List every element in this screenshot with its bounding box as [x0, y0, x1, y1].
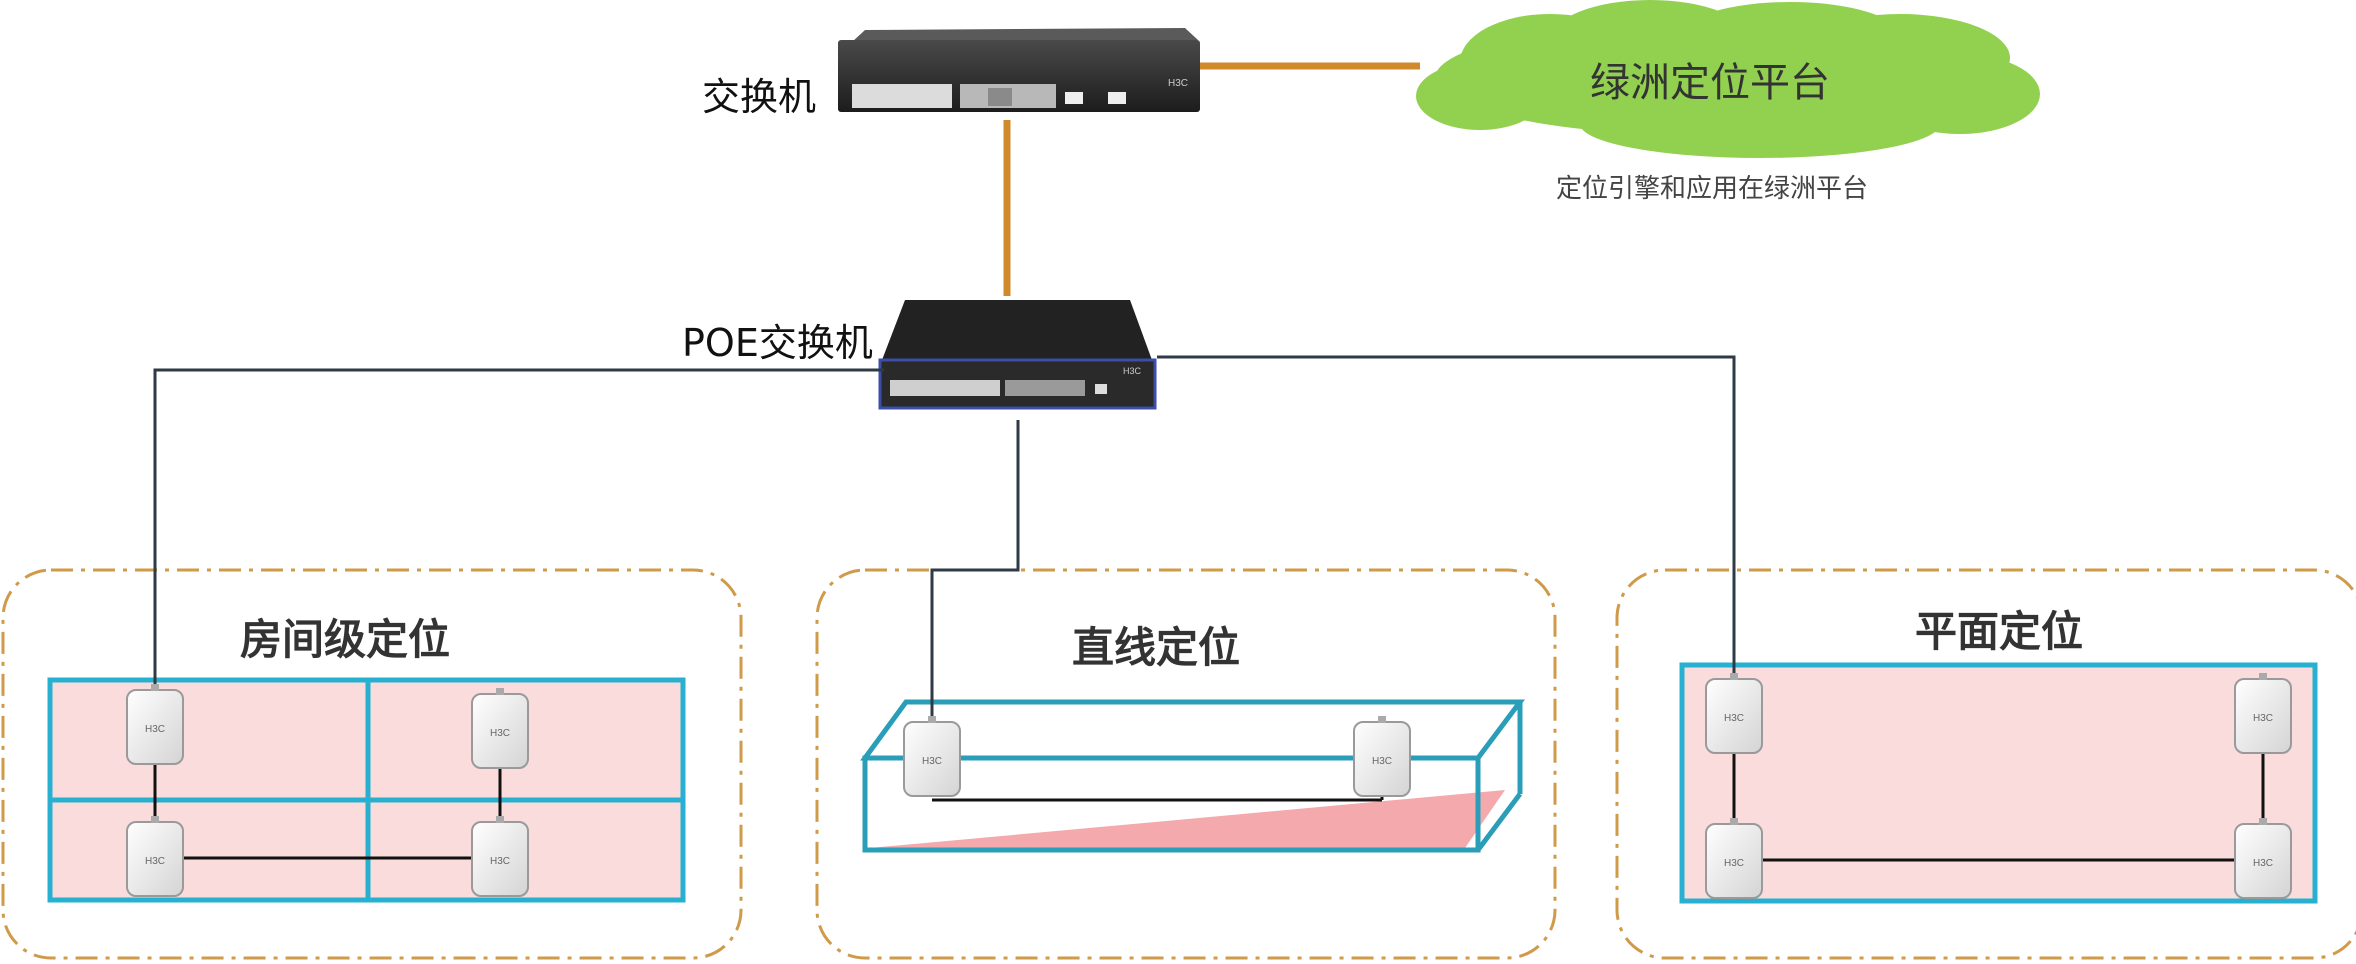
- cloud-caption: 定位引擎和应用在绿洲平台: [1556, 174, 1869, 204]
- ap-room-2: [471, 687, 529, 769]
- poe-switch-label: POE交换机: [682, 321, 873, 365]
- cloud-shape: [1416, 0, 2040, 158]
- zone-title-line: 直线定位: [1072, 623, 1241, 672]
- ap-plane-2: [2234, 672, 2292, 754]
- ap-plane-3: [1705, 817, 1763, 899]
- svg-text:H3C: H3C: [1123, 366, 1142, 376]
- ap-room-1: [126, 683, 184, 765]
- cloud-label: 绿洲定位平台: [1590, 60, 1830, 106]
- ap-room-4: [471, 815, 529, 897]
- cable-plane: [1157, 355, 1736, 688]
- zone-title-room: 房间级定位: [240, 615, 451, 664]
- zone-title-plane: 平面定位: [1915, 607, 2084, 656]
- core-switch: H3C: [838, 28, 1200, 112]
- svg-text:H3C: H3C: [1168, 78, 1188, 89]
- poe-switch: H3C: [878, 300, 1157, 410]
- plane-area: [1679, 662, 2318, 904]
- zone-room-frame: [1, 568, 743, 960]
- ap-room-3: [126, 815, 184, 897]
- zone-line-frame: [815, 568, 1557, 960]
- ap-plane-1: [1705, 672, 1763, 754]
- line-box: [860, 699, 1525, 853]
- ap-plane-4: [2234, 817, 2292, 899]
- ap-line-1: [903, 715, 961, 797]
- cable-room: [153, 368, 884, 692]
- ap-line-2: [1353, 715, 1411, 797]
- cable-line: [930, 420, 1020, 730]
- zone-plane-frame: [1615, 568, 2356, 960]
- switch-label: 交换机: [702, 75, 817, 119]
